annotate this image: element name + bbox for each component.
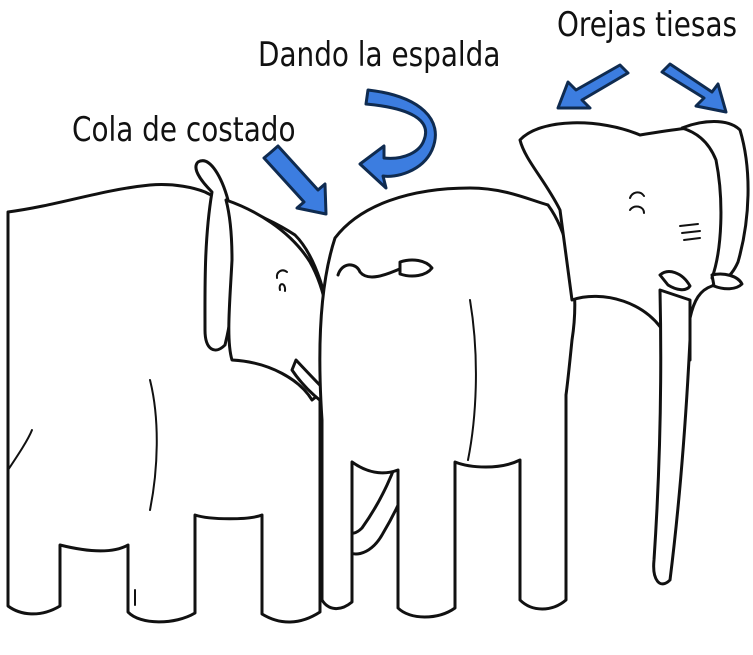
right-elephant-tail-tuft xyxy=(398,258,434,278)
annotation-arrows xyxy=(262,62,728,216)
left-elephant-eye xyxy=(275,269,288,292)
left-elephant xyxy=(6,159,426,624)
arrow-stiff-ears-right xyxy=(660,62,728,114)
label-turning-back: Dando la espalda xyxy=(258,35,500,74)
arrow-stiff-ears-left xyxy=(556,63,630,110)
right-elephant-body xyxy=(318,186,577,619)
arrow-turning-back xyxy=(358,88,437,190)
label-stiff-ears: Orejas tiesas xyxy=(557,5,737,44)
right-elephant xyxy=(318,120,750,619)
right-elephant-tusk-near xyxy=(658,270,692,292)
arrow-side-tail xyxy=(262,144,328,216)
right-elephant-eye xyxy=(629,191,645,214)
left-elephant-head xyxy=(224,198,332,402)
right-elephant-tusk-far xyxy=(710,272,744,291)
left-elephant-tail xyxy=(7,429,33,471)
right-elephant-tail xyxy=(336,263,404,279)
label-side-tail: Cola de costado xyxy=(72,110,296,149)
right-elephant-trunk xyxy=(652,288,692,586)
